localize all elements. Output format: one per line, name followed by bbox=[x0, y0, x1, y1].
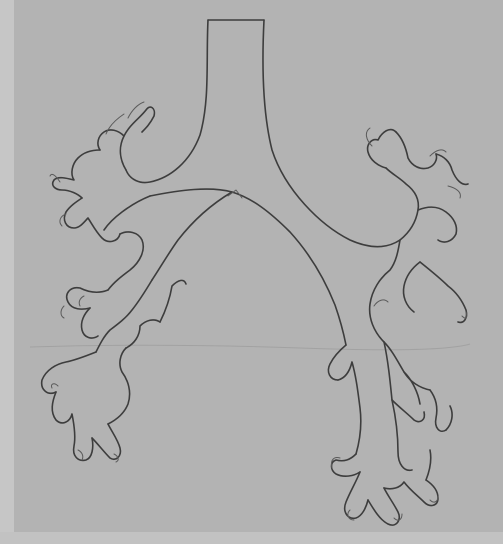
left-lower-branches bbox=[42, 232, 186, 462]
left-upper-branches bbox=[50, 102, 154, 241]
carina bbox=[150, 189, 346, 345]
right-lower-branches bbox=[328, 240, 466, 525]
paper-crease bbox=[30, 344, 470, 350]
right-upper-branches bbox=[366, 128, 468, 242]
trachea bbox=[126, 20, 400, 247]
